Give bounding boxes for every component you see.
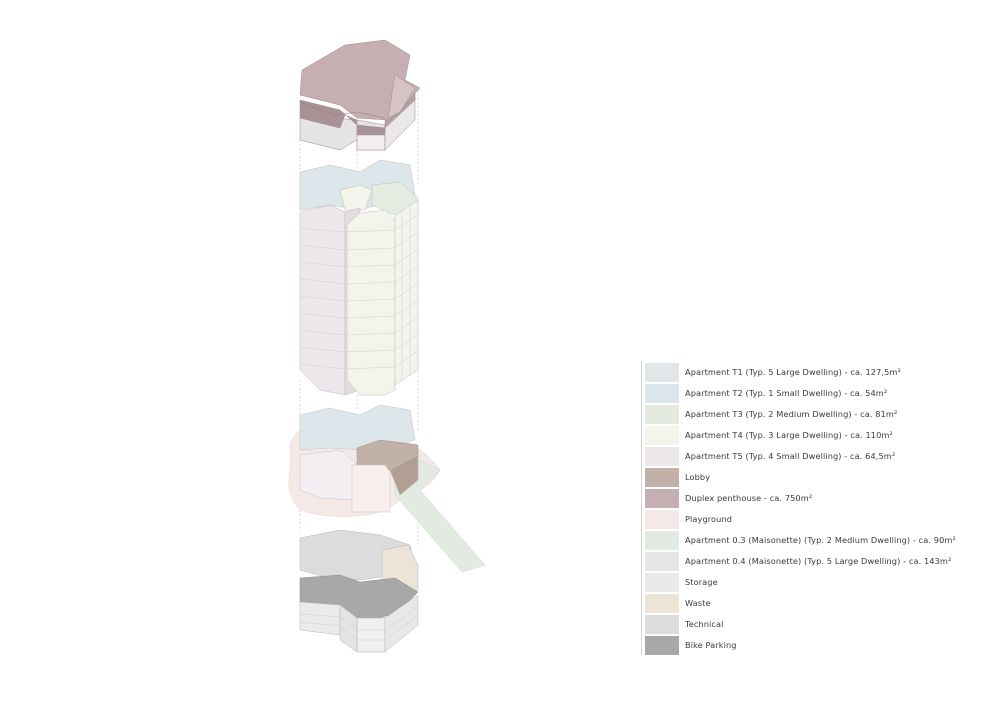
legend-label: Playground <box>685 513 733 524</box>
tower-block <box>299 159 419 396</box>
penthouse-block <box>299 39 421 151</box>
legend-swatch <box>645 446 679 466</box>
legend-item: Apartment T4 (Typ. 3 Large Dwelling) - c… <box>642 424 962 445</box>
basement-block <box>299 529 419 653</box>
legend-label: Lobby <box>685 471 711 482</box>
legend-label: Apartment T3 (Typ. 2 Medium Dwelling) - … <box>685 408 898 419</box>
legend-swatch <box>645 614 679 634</box>
legend-label: Waste <box>685 597 711 608</box>
legend-item: Apartment 0.3 (Maisonette) (Typ. 2 Mediu… <box>642 529 962 550</box>
legend-item: Playground <box>642 508 962 529</box>
legend-item: Apartment T1 (Typ. 5 Large Dwelling) - c… <box>642 361 962 382</box>
legend-label: Apartment T1 (Typ. 5 Large Dwelling) - c… <box>685 366 901 377</box>
legend-item: Apartment 0.4 (Maisonette) (Typ. 5 Large… <box>642 550 962 571</box>
legend-item: Lobby <box>642 466 962 487</box>
legend-item: Apartment T5 (Typ. 4 Small Dwelling) - c… <box>642 445 962 466</box>
legend-swatch <box>645 467 679 487</box>
legend: Apartment T1 (Typ. 5 Large Dwelling) - c… <box>641 361 962 655</box>
legend-item: Duplex penthouse - ca. 750m² <box>642 487 962 508</box>
legend-label: Apartment T4 (Typ. 3 Large Dwelling) - c… <box>685 429 893 440</box>
legend-label: Storage <box>685 576 718 587</box>
legend-swatch <box>645 530 679 550</box>
legend-swatch <box>645 362 679 382</box>
legend-swatch <box>645 509 679 529</box>
legend-item: Waste <box>642 592 962 613</box>
legend-swatch <box>645 404 679 424</box>
legend-item: Apartment T3 (Typ. 2 Medium Dwelling) - … <box>642 403 962 424</box>
legend-item: Apartment T2 (Typ. 1 Small Dwelling) - c… <box>642 382 962 403</box>
ground-floor-block <box>288 404 486 573</box>
legend-label: Apartment 0.4 (Maisonette) (Typ. 5 Large… <box>685 555 952 566</box>
legend-label: Apartment T2 (Typ. 1 Small Dwelling) - c… <box>685 387 888 398</box>
legend-label: Apartment T5 (Typ. 4 Small Dwelling) - c… <box>685 450 896 461</box>
legend-item: Bike Parking <box>642 634 962 655</box>
legend-swatch <box>645 425 679 445</box>
legend-label: Technical <box>685 618 724 629</box>
legend-swatch <box>645 488 679 508</box>
legend-swatch <box>645 551 679 571</box>
legend-swatch <box>645 593 679 613</box>
legend-item: Storage <box>642 571 962 592</box>
legend-swatch <box>645 635 679 655</box>
legend-swatch <box>645 383 679 403</box>
legend-item: Technical <box>642 613 962 634</box>
legend-label: Bike Parking <box>685 639 737 650</box>
legend-label: Apartment 0.3 (Maisonette) (Typ. 2 Mediu… <box>685 534 956 545</box>
legend-label: Duplex penthouse - ca. 750m² <box>685 492 813 503</box>
legend-swatch <box>645 572 679 592</box>
